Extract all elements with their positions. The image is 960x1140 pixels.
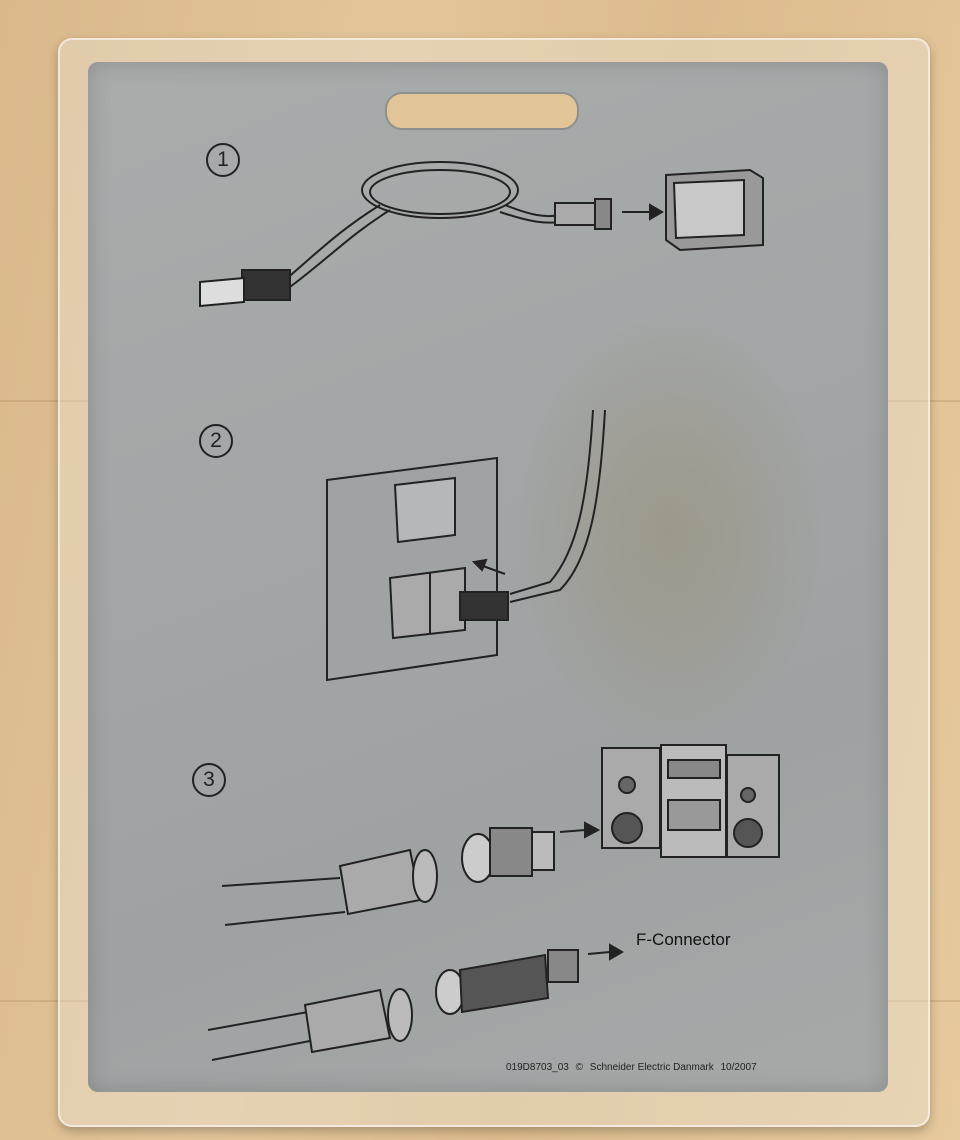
company-name: Schneider Electric Danmark: [589, 1062, 714, 1073]
step-number-1: 1: [206, 143, 240, 177]
coax-to-stereo-illustration: [207, 744, 780, 1061]
print-date: 10/2007: [720, 1062, 757, 1073]
copyright-symbol: ©: [575, 1062, 583, 1073]
cable-to-tv-illustration: [199, 161, 764, 308]
hang-hole: [385, 92, 579, 130]
footer-credit: 019D8703_03 © Schneider Electric Danmark…: [506, 1062, 761, 1073]
f-connector-label: F-Connector: [636, 930, 731, 949]
step-number-3: 3: [192, 763, 226, 797]
product-code: 019D8703_03: [506, 1062, 569, 1073]
stain-mark: [520, 320, 820, 740]
wall-socket-plug-illustration: [326, 409, 606, 682]
step-number-2: 2: [199, 424, 233, 458]
